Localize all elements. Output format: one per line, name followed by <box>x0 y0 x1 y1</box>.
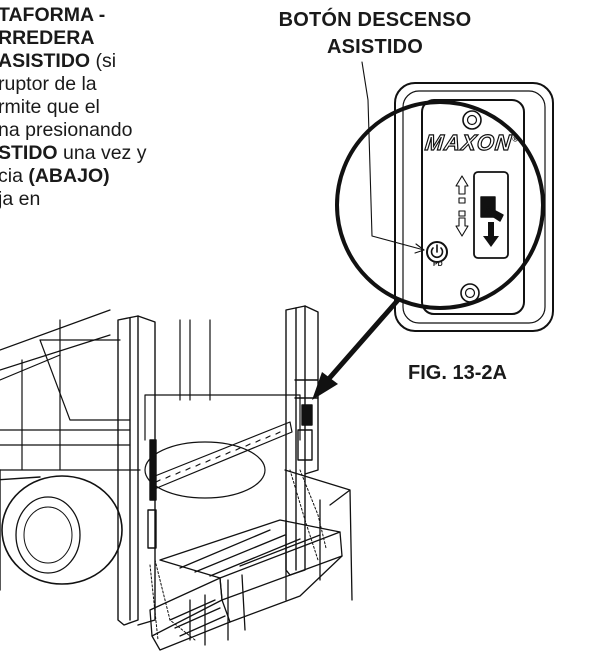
maxon-logo-text: MAXON <box>423 129 514 155</box>
arrow-down-icon <box>483 222 499 247</box>
text-segment: cia <box>0 165 29 187</box>
text-segment: ja en <box>0 188 41 210</box>
instruction-line: STIDO una vez y <box>0 142 238 165</box>
screw-icon <box>460 283 480 303</box>
instruction-line: na presionando <box>0 119 238 142</box>
text-segment: ruptor de la <box>0 73 97 95</box>
right-column <box>285 305 319 576</box>
instruction-line: ja en <box>0 188 238 211</box>
truck-body <box>0 309 301 471</box>
instruction-line: ASISTIDO (si <box>0 50 238 73</box>
wheel <box>0 441 266 591</box>
maxon-logo-mark: ® <box>511 134 520 144</box>
lift-platform <box>149 469 353 651</box>
screw-icon <box>462 110 482 130</box>
maxon-logo: MAXON® <box>418 129 527 156</box>
instruction-line: TAFORMA - <box>0 4 238 27</box>
leader-line <box>361 61 425 251</box>
arrow-up-icon <box>455 175 469 237</box>
text-segment: na presionando <box>0 119 133 141</box>
callout-title: BOTÓN DESCENSO ASISTIDO <box>250 7 500 61</box>
bold-segment: TAFORMA - <box>0 4 106 26</box>
pointer-arrow <box>323 297 401 385</box>
callout-title-line1: BOTÓN DESCENSO <box>278 9 472 31</box>
bold-segment: (ABAJO) <box>28 165 110 187</box>
detail-circle <box>335 100 545 310</box>
button-label: PD <box>433 261 443 268</box>
text-segment: una vez y <box>57 142 147 164</box>
power-icon <box>426 241 448 263</box>
text-segment: (si <box>90 50 117 72</box>
callout-title-line2: ASISTIDO <box>326 36 424 58</box>
text-segment: rmite que el <box>0 96 100 118</box>
bold-segment: ASISTIDO <box>0 50 91 72</box>
bold-segment: RREDERA <box>0 27 95 49</box>
control-panel <box>394 82 554 332</box>
bold-segment: STIDO <box>0 142 58 164</box>
figure-label: FIG. 13-2A <box>408 362 507 384</box>
platform-rail <box>149 421 293 491</box>
instruction-line: cia (ABAJO) <box>0 165 238 188</box>
instruction-line: rmite que el <box>0 96 238 119</box>
toggle-switch-icon <box>480 196 504 222</box>
instruction-line: ruptor de la <box>0 73 238 96</box>
support-chain <box>149 469 327 641</box>
instruction-line: RREDERA <box>0 27 238 50</box>
